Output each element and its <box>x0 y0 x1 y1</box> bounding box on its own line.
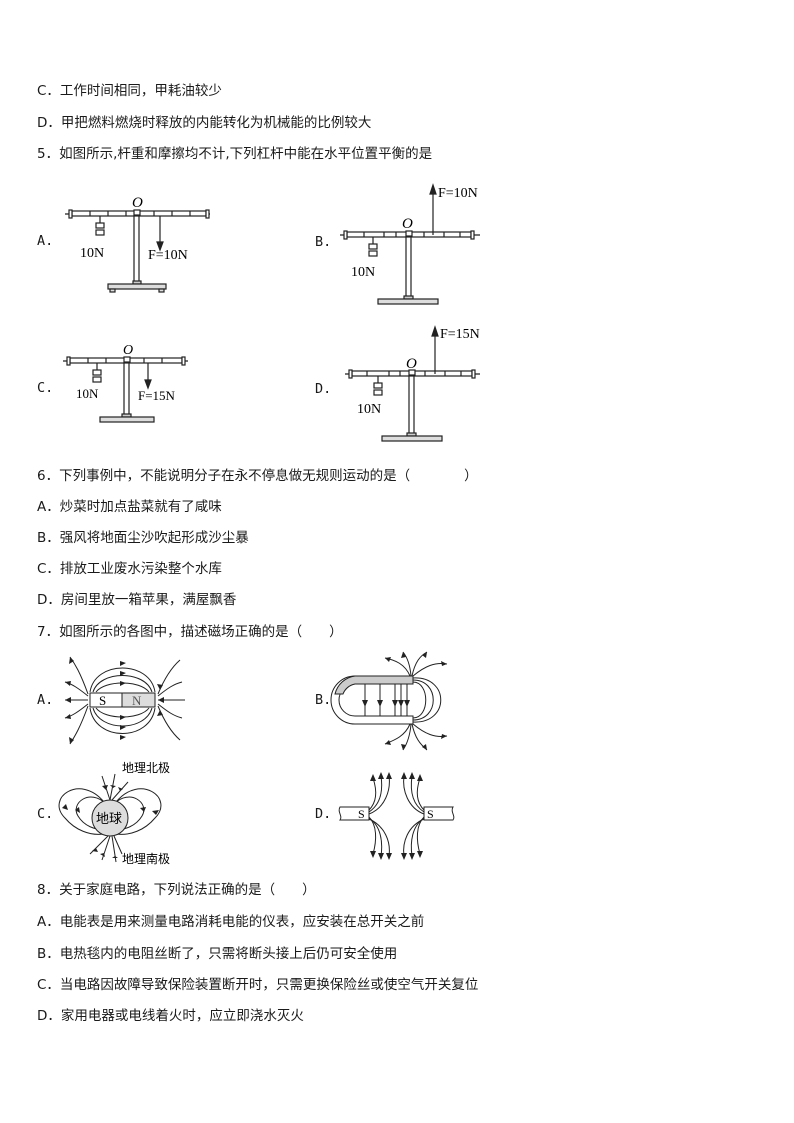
two-south-poles-field-diagram-d: S S <box>338 772 455 860</box>
weight-label: 10N <box>357 402 381 417</box>
pole-s-left-label: S <box>358 807 365 821</box>
q8-stem: 8．关于家庭电路，下列说法正确的是（ ） <box>37 882 316 898</box>
force-label: F=15N <box>440 327 480 342</box>
q5-option-c-label: C. <box>37 380 54 396</box>
lever-diagram-c: O 10N F=15N <box>63 343 188 423</box>
pivot-label: O <box>132 195 143 211</box>
earth-magnetic-field-diagram-c: 地球 地理北极 地理南极 <box>58 761 170 866</box>
earth-label: 地球 <box>96 811 122 826</box>
q6-stem: 6．下列事例中，不能说明分子在永不停息做无规则运动的是（ ） <box>37 468 478 484</box>
q4-option-d: D．甲把燃料燃烧时释放的内能转化为机械能的比例较大 <box>37 115 372 131</box>
force-label: F=10N <box>148 248 188 263</box>
pole-n-label: N <box>132 693 142 708</box>
pole-s-label: S <box>99 693 106 708</box>
pivot-label: O <box>123 343 133 358</box>
q8-option-b: B．电热毯内的电阻丝断了，只需将断头接上后仍可安全使用 <box>37 946 398 962</box>
q6-option-b: B．强风将地面尘沙吹起形成沙尘暴 <box>37 530 249 546</box>
q8-option-c: C．当电路因故障导致保险装置断开时，只需更换保险丝或使空气开关复位 <box>37 977 479 993</box>
pivot-label: O <box>402 216 413 232</box>
pole-s-right-label: S <box>427 807 434 821</box>
south-pole-label: 地理南极 <box>122 851 170 866</box>
q5-option-d-label: D. <box>315 381 332 397</box>
q6-option-d: D．房间里放一箱苹果，满屋飘香 <box>37 592 237 608</box>
north-pole-label: 地理北极 <box>122 761 170 775</box>
weight-label: 10N <box>76 386 99 401</box>
q7-option-d-label: D. <box>315 806 332 822</box>
lever-diagram-d: O 10N F=15N <box>345 325 480 442</box>
q8-option-d: D．家用电器或电线着火时，应立即浇水灭火 <box>37 1008 304 1024</box>
weight-label: 10N <box>351 265 375 280</box>
q7-option-a-label: A. <box>37 692 54 708</box>
force-label: F=15N <box>138 388 176 403</box>
q5-option-b-label: B. <box>315 234 332 250</box>
pivot-label: O <box>406 356 417 372</box>
q5-option-a-label: A. <box>37 233 54 249</box>
q7-stem: 7．如图所示的各图中，描述磁场正确的是（ ） <box>37 624 343 640</box>
horseshoe-magnet-field-diagram-b <box>330 651 448 751</box>
q8-option-a: A．电能表是用来测量电路消耗电能的仪表，应安装在总开关之前 <box>37 914 425 930</box>
q6-option-c: C．排放工业废水污染整个水库 <box>37 561 222 577</box>
weight-label: 10N <box>80 246 104 261</box>
q4-option-c: C．工作时间相同，甲耗油较少 <box>37 83 222 99</box>
bar-magnet-field-diagram-a: S N <box>64 656 185 745</box>
q6-option-a: A．炒菜时加点盐菜就有了咸味 <box>37 499 222 515</box>
lever-diagram-b: O 10N F=10N <box>340 183 480 305</box>
force-label: F=10N <box>438 186 478 201</box>
lever-diagram-a: O 10N F=10N <box>65 195 210 293</box>
q7-option-c-label: C. <box>37 806 54 822</box>
q5-stem: 5．如图所示,杆重和摩擦均不计,下列杠杆中能在水平位置平衡的是 <box>37 146 433 162</box>
q7-option-b-label: B. <box>315 692 332 708</box>
